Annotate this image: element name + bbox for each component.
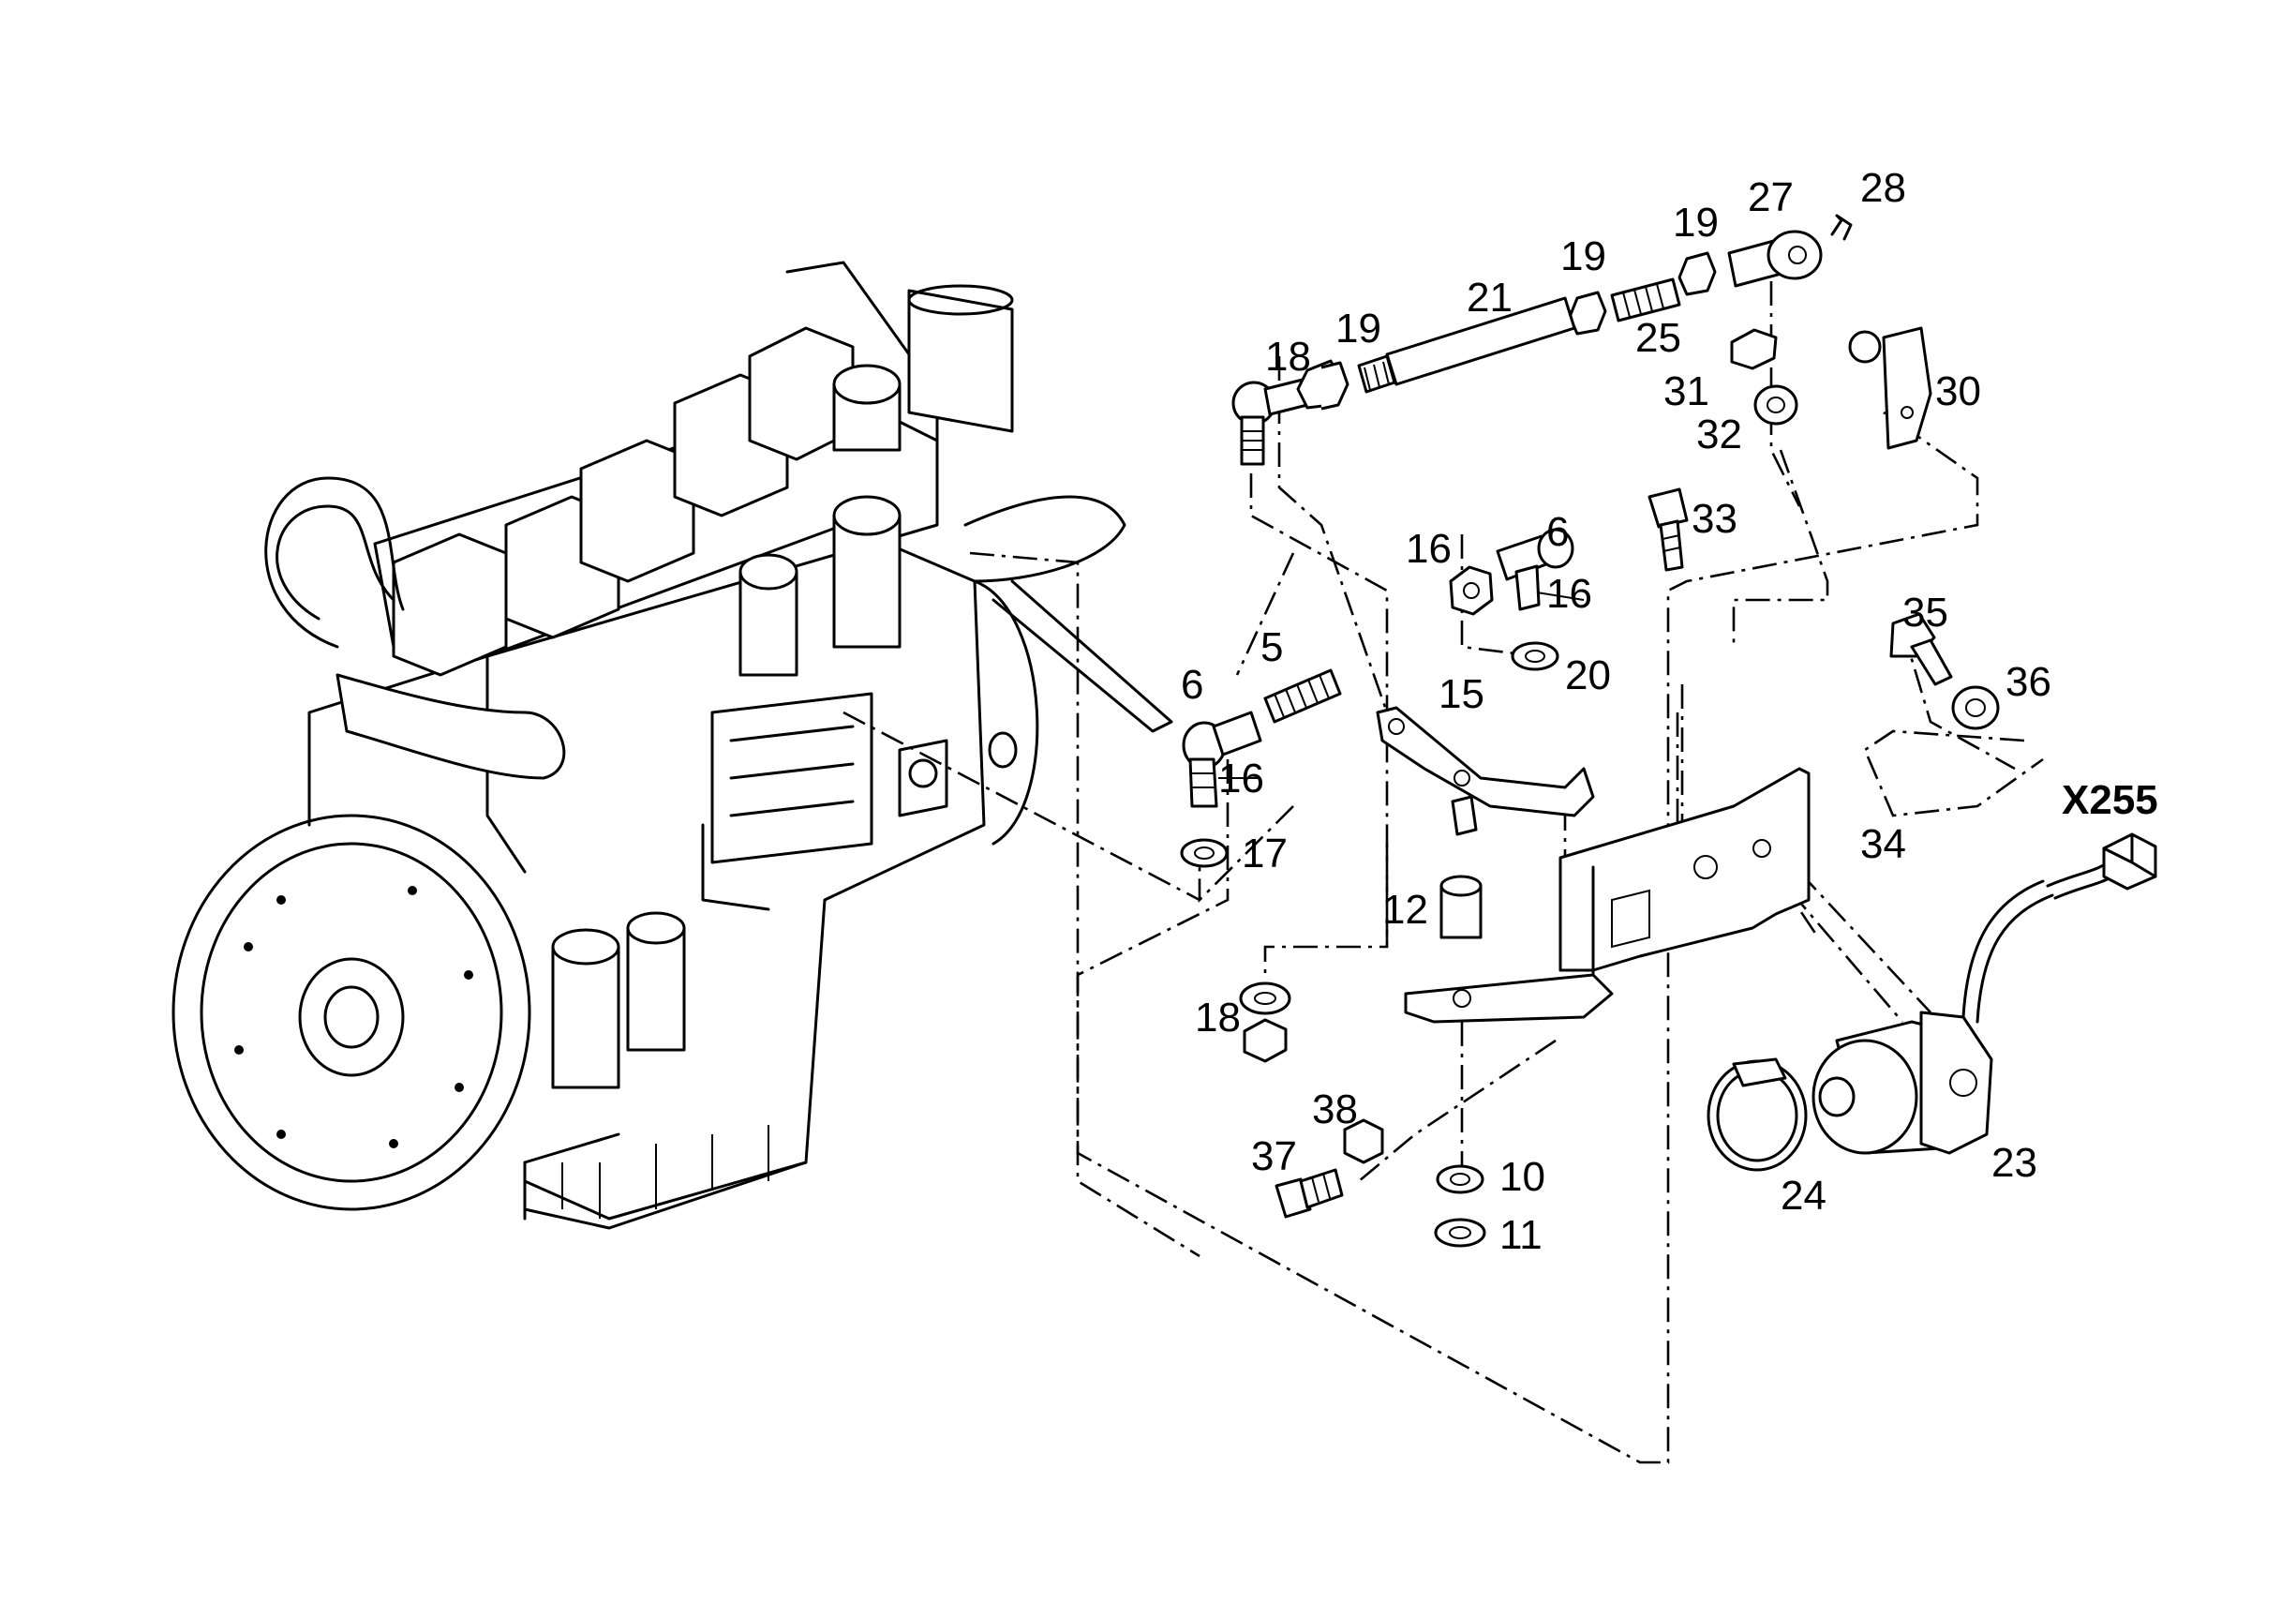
callout-20: 20 [1565, 652, 1611, 698]
nut-31 [1730, 328, 1778, 370]
callout-6-left: 6 [1181, 662, 1203, 708]
washer-36 [1951, 685, 2000, 730]
bracket-30 [1848, 326, 1932, 450]
callout-19-c: 19 [1673, 200, 1719, 246]
ball-joint-6-upper [1496, 528, 1574, 611]
callout-23: 23 [1991, 1140, 2037, 1186]
callout-18-upper: 18 [1265, 334, 1311, 380]
callout-27: 27 [1748, 174, 1794, 220]
washer-18-lower [1239, 981, 1291, 1015]
connector-x255 [2102, 832, 2157, 891]
callout-10: 10 [1499, 1154, 1545, 1200]
callout-6-upper: 6 [1546, 509, 1569, 555]
callout-18-lower: 18 [1195, 995, 1241, 1041]
callout-19-b: 19 [1560, 233, 1606, 279]
callout-labels: 18 19 21 19 25 19 27 28 30 31 32 33 16 6… [1181, 165, 2158, 1258]
spacer-12 [1439, 875, 1483, 939]
washer-32 [1753, 384, 1798, 426]
ball-socket-27 [1727, 230, 1823, 288]
leader-lines [842, 281, 2044, 1464]
bolt-33 [1647, 487, 1689, 572]
callout-36: 36 [2005, 659, 2051, 705]
clip-28 [1830, 214, 1853, 241]
connector-label-x255: X255 [2062, 777, 2158, 823]
lever-15 [1376, 706, 1595, 836]
callout-37: 37 [1251, 1133, 1297, 1179]
rod-21 [1357, 296, 1576, 394]
callout-25: 25 [1635, 315, 1681, 361]
callout-21: 21 [1467, 275, 1513, 321]
callout-30: 30 [1935, 368, 1981, 414]
callout-31: 31 [1663, 368, 1709, 414]
solenoid-23 [1811, 856, 2123, 1155]
callout-ticks [1218, 592, 1585, 779]
callout-34: 34 [1860, 821, 1906, 867]
spring-washer-11 [1434, 1218, 1486, 1248]
washer-10 [1436, 1164, 1484, 1194]
callout-32: 32 [1696, 412, 1742, 457]
washer-17 [1180, 838, 1229, 868]
callout-5: 5 [1260, 624, 1283, 670]
callout-28: 28 [1860, 165, 1906, 211]
nut-38 [1343, 1118, 1384, 1164]
ball-joint-18-upper [1231, 378, 1309, 466]
washer-20 [1511, 641, 1559, 671]
nut-19-c [1677, 251, 1717, 296]
engine-illustration [171, 261, 1173, 1230]
spring-5 [1263, 668, 1342, 724]
stud-16-left [1188, 757, 1218, 808]
callout-15: 15 [1439, 671, 1484, 717]
callout-11: 11 [1499, 1212, 1543, 1258]
hose-clamp-24 [1707, 1057, 1808, 1172]
stud-25 [1610, 277, 1681, 322]
nut-19-a [1296, 359, 1349, 411]
nut-16-upper [1449, 565, 1494, 616]
callout-16-upper: 16 [1406, 526, 1452, 572]
callout-24: 24 [1781, 1173, 1826, 1219]
bracket-34 [1404, 767, 1811, 1024]
callout-19-a: 19 [1335, 306, 1381, 352]
callout-38: 38 [1312, 1086, 1358, 1132]
callout-16-right: 16 [1546, 571, 1592, 617]
callout-33: 33 [1692, 496, 1737, 542]
callout-17: 17 [1242, 831, 1288, 876]
callout-12: 12 [1382, 887, 1428, 933]
nut-18-lower [1243, 1018, 1288, 1063]
bolt-35 [1889, 612, 1953, 686]
callout-35: 35 [1902, 590, 1948, 636]
bolt-37 [1275, 1168, 1344, 1219]
